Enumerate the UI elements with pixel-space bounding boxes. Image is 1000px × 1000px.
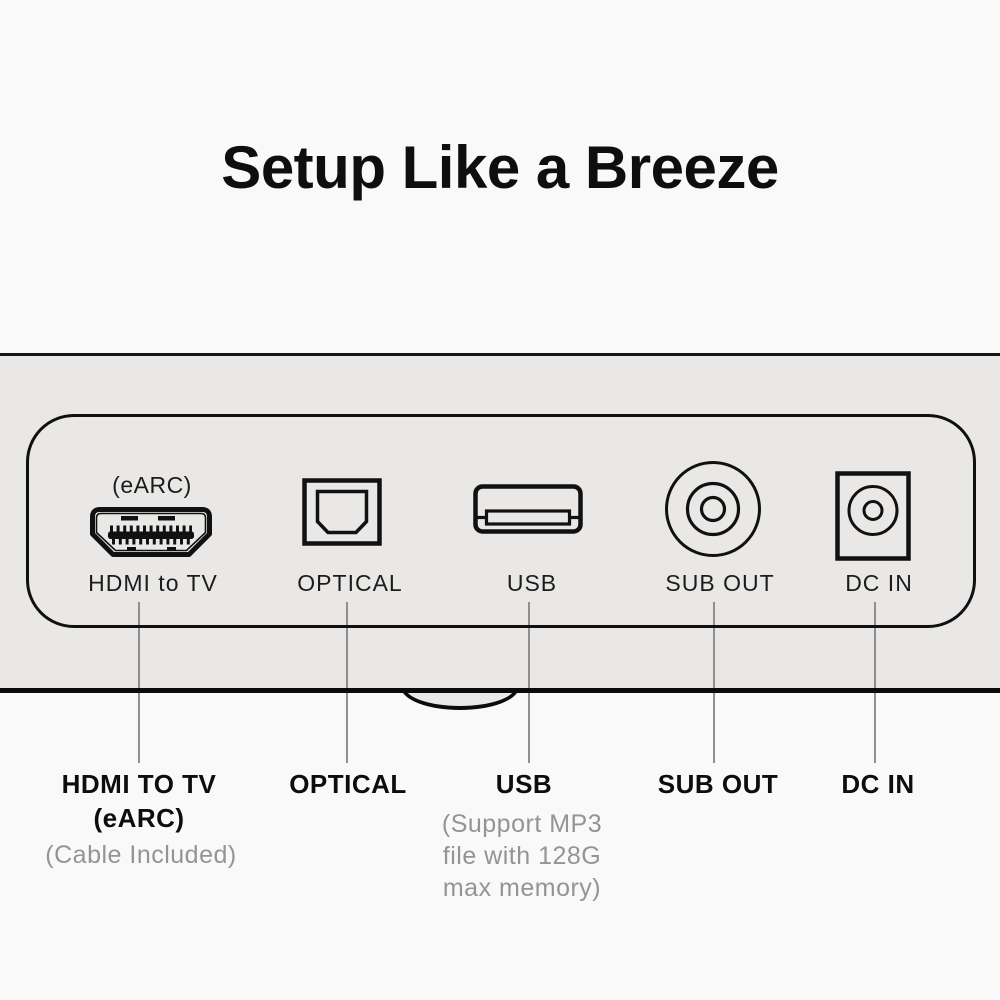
usb-note-line-3: max memory) xyxy=(442,874,602,902)
callout-usb: USB xyxy=(495,769,553,799)
leader-line-sub-out xyxy=(713,602,715,763)
hdmi-port-icon xyxy=(90,507,212,557)
panel-label-dc-in: DC IN xyxy=(845,570,913,596)
callout-optical: OPTICAL xyxy=(289,769,407,799)
soundbar-bottom-edge xyxy=(0,688,1000,693)
usb-note-line-1: (Support MP3 xyxy=(441,810,603,838)
soundbar-foot xyxy=(398,688,528,718)
leader-line-hdmi xyxy=(138,602,140,763)
panel-label-hdmi: HDMI to TV xyxy=(88,570,218,596)
soundbar-body xyxy=(0,356,1000,688)
usb-port-icon xyxy=(473,484,583,534)
leader-line-dc-in xyxy=(874,602,876,763)
usb-note-line-2: file with 128G xyxy=(442,842,602,870)
page-title: Setup Like a Breeze xyxy=(221,134,779,201)
optical-port-icon xyxy=(302,478,382,546)
leader-line-usb xyxy=(528,602,530,763)
callout-hdmi: HDMI TO TV xyxy=(61,769,217,799)
panel-label-optical: OPTICAL xyxy=(297,570,403,596)
panel-label-usb: USB xyxy=(506,570,558,596)
callout-usb-note: (Support MP3 file with 128G max memory) xyxy=(442,808,602,904)
leader-line-optical xyxy=(346,602,348,763)
sub-out-port-icon xyxy=(664,460,762,558)
panel-label-sub-out: SUB OUT xyxy=(665,570,775,596)
connector-panel xyxy=(26,414,976,628)
callout-dc-in: DC IN xyxy=(841,769,915,799)
callout-hdmi-earc: (eARC) xyxy=(93,803,185,833)
soundbar-top-edge xyxy=(0,353,1000,356)
dc-in-port-icon xyxy=(835,471,911,561)
callout-sub-out: SUB OUT xyxy=(657,769,779,799)
earc-note: (eARC) xyxy=(112,472,192,498)
callout-hdmi-note: (Cable Included) xyxy=(45,841,237,869)
